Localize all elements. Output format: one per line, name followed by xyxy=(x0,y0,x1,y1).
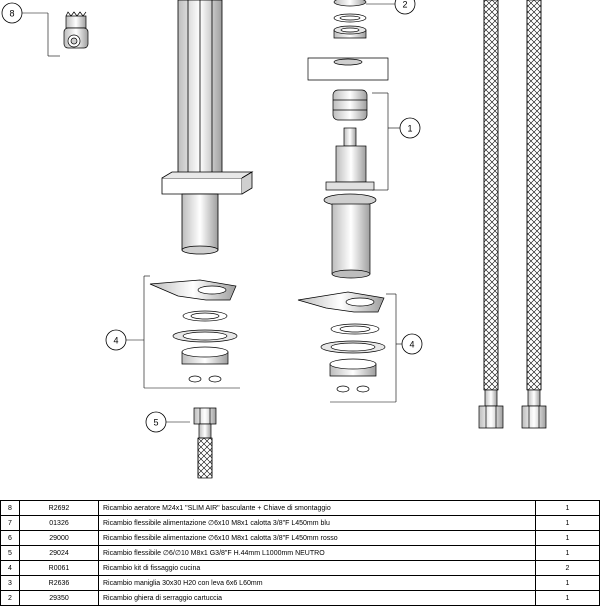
parts-cell-num: 3 xyxy=(0,575,20,591)
parts-cell-description: Ricambio ghiera di serraggio cartuccia xyxy=(98,590,536,606)
parts-cell-code: 01326 xyxy=(19,515,99,531)
callout-4-right-label: 4 xyxy=(409,340,414,350)
parts-cell-description: Ricambio flessibile ∅6/∅10 M8x1 G3/8"F H… xyxy=(98,545,536,561)
parts-cell-code: 29000 xyxy=(19,530,99,546)
parts-cell-num: 6 xyxy=(0,530,20,546)
callout-4-left-label: 4 xyxy=(113,336,118,346)
flexible-hose-long-right xyxy=(521,0,547,429)
parts-cell-qty: 1 xyxy=(535,575,600,591)
parts-cell-qty: 1 xyxy=(535,500,600,516)
parts-cell-code: R2692 xyxy=(19,500,99,516)
callout-1: 1 xyxy=(372,92,421,191)
callout-4-left: 4 xyxy=(105,275,240,389)
exploded-view-drawing: 8 2 xyxy=(1,0,547,479)
parts-cell-description: Ricambio flessibile alimentazione ∅6x10 … xyxy=(98,530,536,546)
callout-2-label: 2 xyxy=(402,0,407,10)
parts-cell-qty: 1 xyxy=(535,530,600,546)
aerator-part xyxy=(63,11,89,49)
parts-cell-qty: 1 xyxy=(535,515,600,531)
spout-tube xyxy=(161,0,254,255)
parts-cell-num: 5 xyxy=(0,545,20,561)
parts-cell-code: R2636 xyxy=(19,575,99,591)
callout-1-label: 1 xyxy=(407,124,412,134)
parts-cell-num: 2 xyxy=(0,590,20,606)
parts-cell-description: Ricambio maniglia 30x30 H20 con leva 6x6… xyxy=(98,575,536,591)
callout-4-right: 4 xyxy=(330,293,423,403)
parts-cell-qty: 1 xyxy=(535,590,600,606)
body-cylinder xyxy=(323,193,377,279)
parts-cell-qty: 2 xyxy=(535,560,600,576)
parts-cell-description: Ricambio flessibile alimentazione ∅6x10 … xyxy=(98,515,536,531)
parts-cell-qty: 1 xyxy=(535,545,600,561)
ring-nut-part xyxy=(333,0,367,39)
handle-base-plate xyxy=(307,57,389,81)
parts-cell-description: Ricambio kit di fissaggio cucina xyxy=(98,560,536,576)
parts-cell-num: 7 xyxy=(0,515,20,531)
callout-8-label: 8 xyxy=(9,9,14,19)
callout-2: 2 xyxy=(366,0,416,15)
parts-cell-num: 8 xyxy=(0,500,20,516)
parts-cell-num: 4 xyxy=(0,560,20,576)
fixing-kit-left xyxy=(149,279,238,383)
cartridge-part xyxy=(325,89,375,191)
flexible-hose-long-left xyxy=(478,0,504,429)
callout-5: 5 xyxy=(145,411,190,433)
callout-8: 8 xyxy=(1,2,60,57)
parts-cell-code: 29350 xyxy=(19,590,99,606)
parts-cell-code: 29024 xyxy=(19,545,99,561)
fixing-kit-right xyxy=(297,291,386,393)
flexible-hose-short xyxy=(193,407,217,479)
callout-5-label: 5 xyxy=(153,418,158,428)
parts-cell-code: R0061 xyxy=(19,560,99,576)
parts-cell-description: Ricambio aeratore M24x1 "SLIM AIR" bascu… xyxy=(98,500,536,516)
